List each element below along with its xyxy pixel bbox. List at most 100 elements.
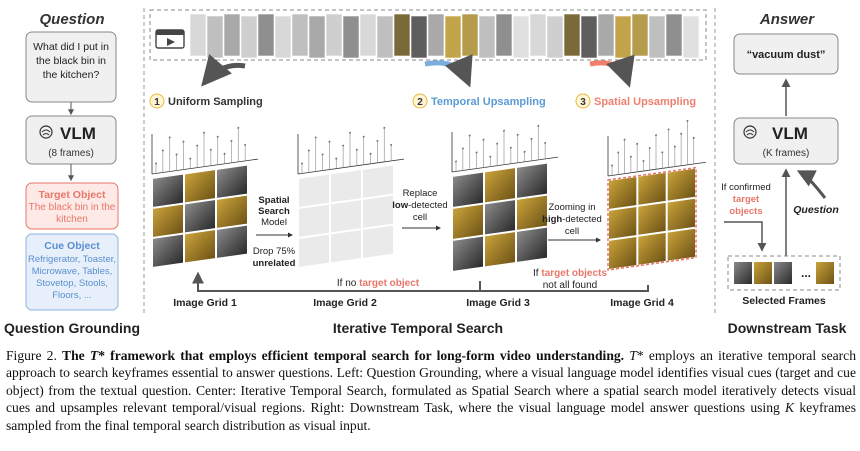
video-frame [427, 13, 445, 57]
grid-cell [453, 236, 483, 271]
cue-object-box [25, 233, 119, 311]
video-frame [206, 15, 224, 59]
replace-label-3: cell [413, 212, 427, 223]
step2-badge [412, 93, 428, 109]
grid-cell [517, 195, 547, 230]
grid-cell [217, 165, 247, 198]
step3-label: Spatial Upsampling [594, 96, 696, 108]
frames-ellipsis: ... [801, 266, 811, 280]
question-arrow [796, 170, 827, 199]
grid-cell [453, 204, 483, 239]
brain-icon [743, 125, 757, 139]
selected-frame [774, 262, 792, 284]
video-frame [240, 15, 258, 59]
grid-cell [331, 200, 361, 233]
vlm-left-sub: (8 frames) [48, 148, 94, 159]
grid-cell [485, 168, 515, 203]
video-frame [291, 13, 309, 57]
grid-cell [363, 165, 393, 198]
step1-label: Uniform Sampling [168, 96, 263, 108]
video-frame [393, 13, 411, 57]
video-frame [223, 13, 241, 57]
search-model-label-1: Spatial [258, 195, 289, 206]
grid-cell [217, 195, 247, 228]
step3-badge [575, 93, 591, 109]
grid-cell [667, 168, 696, 201]
grid-cell [609, 177, 637, 209]
grid-cell [485, 200, 515, 235]
video-frame [359, 13, 377, 57]
grid-cell [638, 232, 666, 265]
answer-header: Answer [759, 11, 815, 28]
grid-cell [453, 172, 483, 207]
confirm-label-2: target [733, 194, 760, 205]
drop-label-1: Drop 75% [253, 246, 296, 257]
grid-cell [153, 204, 183, 237]
video-icon [155, 29, 185, 49]
video-strip-frame [149, 9, 707, 61]
caption-body-1: * employs an iterative temporal search a… [6, 348, 856, 416]
vlm-right-box [733, 117, 839, 165]
grid-cell [517, 163, 547, 198]
image-grid-1 [151, 126, 258, 267]
replace-label-1: Replace [403, 188, 438, 199]
video-frame [189, 13, 207, 57]
selected-frames-label: Selected Frames [742, 295, 826, 307]
selected-frames-box [727, 255, 841, 291]
score-histogram [607, 119, 706, 177]
if-targets-found-2: not all found [543, 280, 598, 291]
selected-frames [734, 262, 834, 284]
selected-frame [754, 262, 772, 284]
grid-cell [185, 170, 215, 203]
if-targets-found-1: If target objects [533, 268, 607, 279]
iterative-search-footer: Iterative Temporal Search [333, 320, 503, 336]
grid-cell [299, 204, 329, 237]
image-grid-3 [451, 124, 558, 271]
target-object-title: Target Object [39, 189, 106, 201]
grid-cell [331, 230, 361, 263]
video-frame [257, 13, 275, 57]
grid-cell [299, 234, 329, 267]
grid1-label: Image Grid 1 [173, 297, 237, 309]
video-frame [682, 15, 700, 59]
video-frame [648, 15, 666, 59]
step1-number: 1 [154, 97, 160, 108]
grid-cell [667, 198, 696, 231]
video-frame [665, 13, 683, 57]
video-frame [478, 15, 496, 59]
drop-label-2: unrelated [253, 258, 296, 269]
confirm-arrow [724, 221, 767, 252]
caption-body-2: keyframes sampled from the final tempora… [6, 400, 856, 433]
video-frame [563, 13, 581, 57]
score-histogram [151, 126, 258, 175]
grid-cell [299, 174, 329, 207]
zoom-label-1: Zooming in [549, 202, 596, 213]
grid-cell [331, 170, 361, 203]
loop-arrow-right [480, 285, 649, 292]
video-frame [461, 13, 479, 57]
image-grid-2 [297, 126, 404, 267]
step2-arrow [424, 54, 473, 88]
video-frame [512, 15, 530, 59]
video-frame [308, 15, 326, 59]
zoom-label-3: cell [565, 226, 579, 237]
grid-cell [667, 228, 696, 261]
grid-cell [363, 195, 393, 228]
grid-cell [185, 230, 215, 263]
grid-cell [185, 200, 215, 233]
step2-number: 2 [417, 97, 423, 108]
target-object-box [25, 182, 119, 230]
score-histogram [297, 126, 404, 175]
grid-cell [485, 232, 515, 267]
caption-t: T [629, 348, 637, 363]
if-no-target: If no target object [337, 278, 420, 289]
downstream-task-footer: Downstream Task [728, 320, 847, 336]
grid3-label: Image Grid 3 [466, 297, 530, 309]
video-frame [546, 15, 564, 59]
caption-k: K [785, 400, 795, 416]
answer-text: “vacuum dust” [747, 49, 826, 61]
video-frame [274, 15, 292, 59]
video-frame [614, 15, 632, 59]
image-grid-4 [607, 119, 706, 271]
video-frame [410, 15, 428, 59]
